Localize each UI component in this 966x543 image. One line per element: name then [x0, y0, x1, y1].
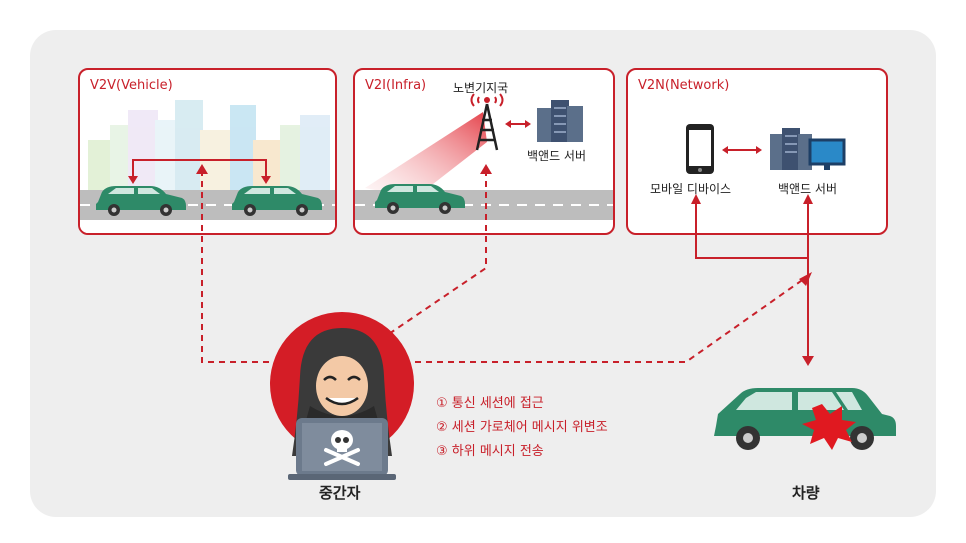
cell-tower-icon — [470, 93, 504, 151]
v2n-server-label: 백앤드 서버 — [778, 182, 838, 196]
panel-title-v2n: V2N(Network) — [638, 78, 730, 93]
v2n-scene — [686, 124, 846, 174]
panel-v2n: V2N(Network) 모바일 디바이스 백앤드 서버 — [626, 68, 888, 235]
server-icon — [770, 128, 846, 170]
tower-label: 노변기지국 — [453, 81, 509, 95]
mobile-device-label: 모바일 디바이스 — [650, 182, 732, 196]
impact-burst-icon — [802, 404, 856, 450]
attack-path-v2i — [379, 170, 487, 341]
panel-v2v: V2V(Vehicle) — [78, 68, 337, 235]
v2v-scene — [80, 100, 335, 233]
server-icon — [537, 100, 583, 142]
car-icon — [375, 184, 465, 214]
car-icon — [96, 186, 186, 216]
attack-step: ② 세션 가로체어 메시지 위변조 — [436, 420, 608, 435]
panel-title-v2i: V2I(Infra) — [365, 78, 427, 93]
attack-path-v2v — [201, 170, 300, 363]
attack-step: ③ 하위 메시지 전송 — [436, 444, 544, 459]
mobile-phone-icon — [686, 124, 714, 174]
victim-label: 차량 — [792, 484, 820, 502]
network-link-mobile — [695, 196, 808, 259]
v2i-server-label: 백앤드 서버 — [527, 149, 587, 163]
attacker-label: 중간자 — [319, 484, 361, 502]
hacker-icon — [270, 312, 414, 480]
attack-steps: ① 통신 세션에 접근 ② 세션 가로체어 메시지 위변조 ③ 하위 메시지 전… — [436, 392, 608, 464]
victim-car-icon — [714, 388, 896, 450]
panel-v2i: V2I(Infra) 노변기지국 백앤드 서버 — [353, 68, 615, 235]
skull-icon — [324, 430, 360, 466]
v2i-scene — [355, 93, 613, 220]
panel-title-v2v: V2V(Vehicle) — [90, 78, 173, 93]
attack-step: ① 통신 세션에 접근 — [436, 396, 544, 411]
car-icon — [232, 186, 322, 216]
attack-path-v2n — [404, 275, 809, 363]
